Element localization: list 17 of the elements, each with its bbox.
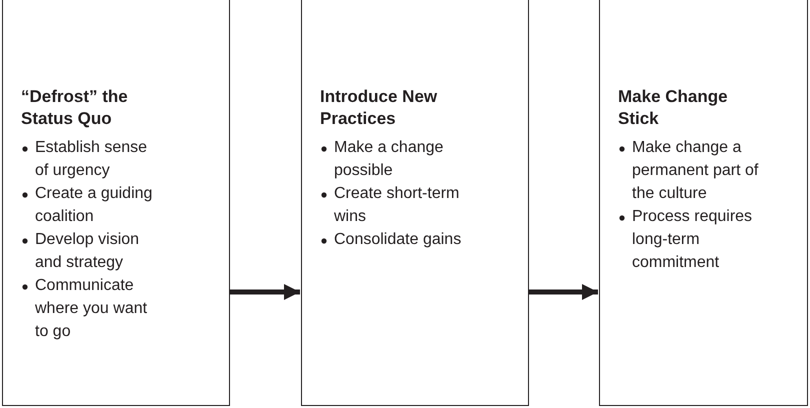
arrow — [230, 284, 300, 300]
bullet-item: Develop vision and strategy — [35, 230, 140, 273]
bullet-item: Communicate where you want to go — [35, 276, 148, 342]
bullet-item: Make a change possible — [334, 138, 444, 181]
stage-box — [2, 0, 230, 406]
bullet-item: Process requires long-term commitment — [632, 207, 754, 273]
bullet-item: Consolidate gains — [334, 230, 462, 250]
bullet-item: Create a guiding coalition — [35, 184, 154, 227]
stage-heading: “Defrost” the Status Quo — [21, 86, 129, 130]
stage-box — [301, 0, 529, 406]
bullet-item: Create short-term wins — [334, 184, 460, 227]
bullet-item: Make change a permanent part of the culture — [632, 138, 760, 204]
bullet-item: Establish sense of urgency — [35, 138, 148, 181]
stage-heading: Make Change Stick — [618, 86, 729, 130]
arrow — [529, 284, 598, 300]
stage-heading: Introduce New Practices — [320, 86, 438, 130]
stage-box — [599, 0, 808, 406]
